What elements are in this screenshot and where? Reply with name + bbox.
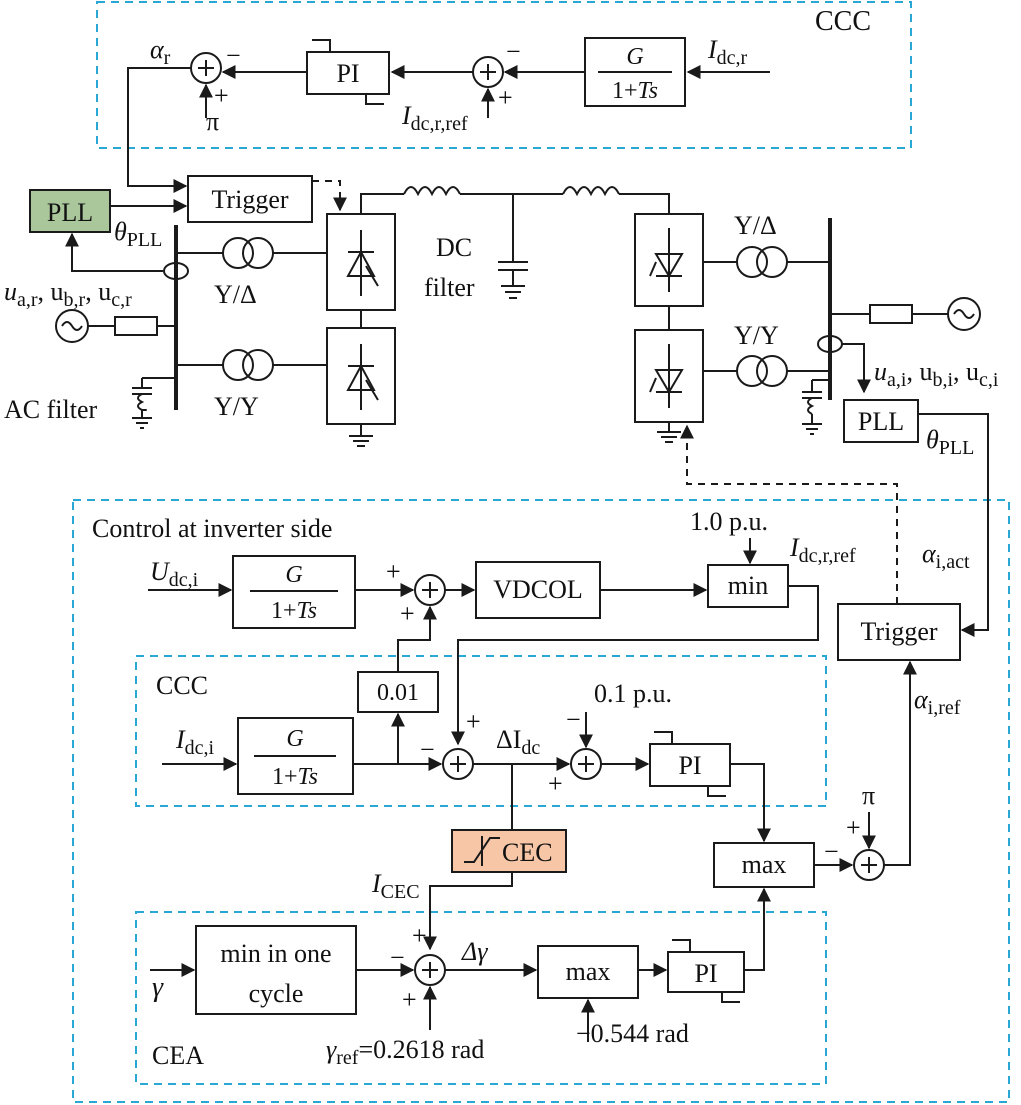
smoothing-reactor-1 [403,186,461,197]
svg-text:G: G [286,726,303,752]
summer-gamma-minus: − [390,943,405,972]
max-label-cea: max [566,957,611,986]
trigger-label-inverter: Trigger [860,617,937,646]
vdcol-label: VDCOL [493,575,583,604]
summer-udc-plus-bottom: + [400,599,415,628]
pi-const-inverter: π [862,781,875,810]
thyristor-icon [649,228,684,292]
idc-r-label: Idc,r [707,35,748,69]
summer-alpha-r-minus: − [226,41,241,70]
neg-rad-label: −0.544 rad [576,1019,689,1048]
gain-label: 0.01 [377,680,419,706]
limiter-icon [464,836,500,866]
gamma-label: γ [152,972,164,1003]
u-abc-i-label: ua,i, ub,i, uc,i [874,357,999,391]
theta-pll-inverter: θPLL [926,425,974,459]
summer-margin-minus: − [566,705,581,734]
pi-label-cea: PI [694,959,717,988]
summer-idc-top-plus: + [498,83,513,112]
one-pu-label: 1.0 p.u. [690,507,768,536]
alpha-i-ref-label: αi,ref [914,685,961,719]
min-cycle-block [195,925,357,1015]
region-ccc-top-label: CCC [815,6,871,37]
pi-label-ccc-inverter: PI [678,751,701,780]
min-cycle-label-1: min in one [220,939,331,968]
ac-filter-label: AC filter [4,395,97,424]
dc-filter-label-2: filter [424,273,475,302]
ac-impedance-inverter [869,304,913,324]
trigger-label-rectifier: Trigger [211,185,288,214]
summer-gamma-plus-top: + [412,921,427,950]
max-label-output: max [742,850,787,879]
filter-num: G [626,44,643,70]
y-y-rectifier: Y/Y [214,392,259,421]
region-ccc-top [96,1,912,149]
gamma-ref-label: γref=0.2618 rad [326,1035,484,1069]
cec-block [451,829,567,873]
svg-text:G: G [285,562,302,588]
cec-label: CEC [502,838,553,867]
summer-alpha-i-minus: − [824,837,839,866]
summer-alpha-r-plus: + [214,81,229,110]
pi-label-rectifier: PI [336,59,359,88]
summer-margin-plus: + [548,769,563,798]
summer-delta-idc-plus: + [466,707,481,736]
i-cec-label: ICEC [371,869,420,903]
region-cea-label: CEA [152,1041,204,1070]
thyristor-icon [346,230,379,296]
alpha-r-label: αr [150,35,171,69]
gain-block [357,671,439,713]
ac-impedance-rectifier [114,316,158,336]
region-cea [135,911,827,1085]
summer-gamma-plus-bottom: + [402,985,417,1014]
svg-text:1+Ts: 1+Ts [272,764,318,790]
delta-idc-label: ΔIdc [496,725,540,759]
pi-block-rectifier [306,51,390,95]
filter-den: 1+Ts [612,78,658,104]
svg-text:1+Ts: 1+Ts [271,598,317,624]
region-inverter-control [72,499,1010,1103]
pll-block-rectifier [29,189,111,233]
thyristor-icon [346,344,379,410]
trigger-block-rectifier [187,175,313,223]
vdcol-block [475,561,601,619]
y-delta-inverter: Y/Δ [734,211,777,240]
idc-r-ref-label-inv: Idc,r,ref [789,533,856,567]
summer-alpha-i-plus: + [846,813,861,842]
summer-idc-top-minus: − [506,37,521,66]
alpha-i-act-label: αi,act [922,539,970,573]
idc-r-ref-label-top: Idc,r,ref [401,101,468,135]
zero-one-pu-label: 0.1 p.u. [594,679,672,708]
min-cycle-label-2: cycle [249,979,304,1008]
dc-filter-label-1: DC [436,233,472,262]
idc-i-label: Idc,i [175,725,215,759]
delta-gamma-label: Δγ [461,937,488,966]
pll-label-inverter: PLL [858,407,904,436]
region-ccc-inner-label: CCC [156,671,208,700]
pi-block-cea [667,951,745,993]
pll-label-rectifier: PLL [47,198,93,227]
theta-pll-rectifier: θPLL [114,217,162,251]
summer-delta-idc-minus: − [420,735,435,764]
pll-block-inverter [843,399,919,443]
min-label: min [728,571,768,600]
trigger-block-inverter [837,603,961,661]
summer-udc-plus-left: + [386,557,401,586]
pi-block-ccc-inverter [649,743,731,787]
thyristor-icon [649,344,684,408]
y-delta-rectifier: Y/Δ [214,280,257,309]
pi-const-top: π [206,107,219,136]
max-block-cea [537,945,639,999]
udc-i-label: Udc,i [150,557,199,591]
region-inverter-control-label: Control at inverter side [92,514,332,543]
y-y-inverter: Y/Y [734,321,779,350]
smoothing-reactor-2 [562,186,620,197]
u-abc-r-label: ua,r, ub,r, uc,r [4,277,132,311]
